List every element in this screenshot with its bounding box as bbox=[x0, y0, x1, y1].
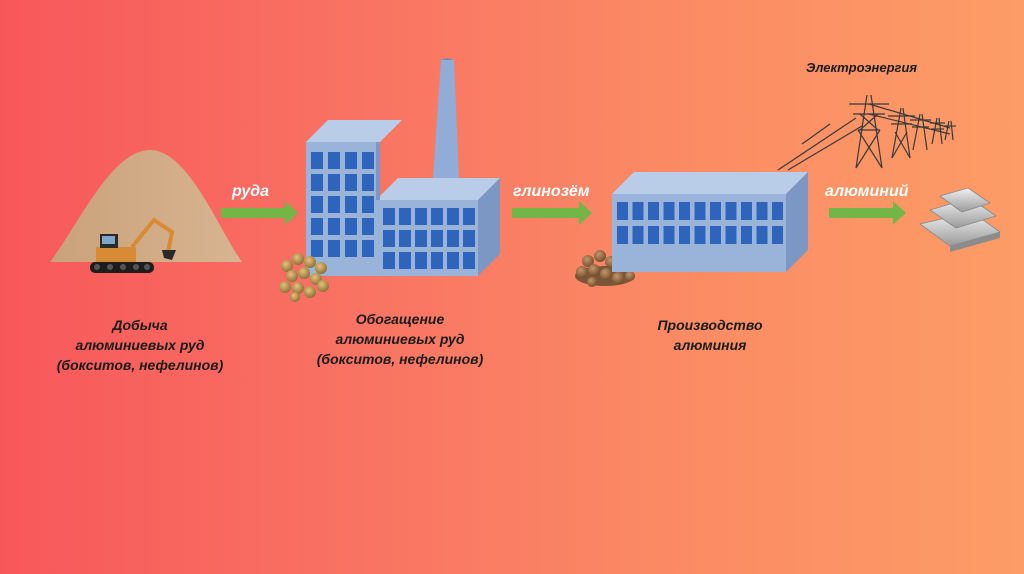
window bbox=[694, 202, 706, 220]
window bbox=[383, 252, 395, 269]
enrichment-factory bbox=[306, 58, 500, 276]
window bbox=[311, 218, 323, 235]
window bbox=[710, 202, 721, 220]
caption-line: Добыча bbox=[112, 317, 168, 333]
window bbox=[415, 208, 427, 225]
window bbox=[617, 226, 628, 244]
window bbox=[345, 218, 357, 235]
excavator-icon bbox=[90, 217, 176, 273]
window bbox=[632, 226, 644, 244]
window bbox=[447, 230, 459, 247]
window bbox=[648, 202, 659, 220]
pylon bbox=[930, 117, 945, 145]
window bbox=[399, 208, 411, 225]
window bbox=[311, 174, 323, 191]
window bbox=[328, 240, 340, 257]
window bbox=[345, 152, 357, 169]
window bbox=[632, 202, 644, 220]
caption-line: алюминиевых руд bbox=[75, 337, 205, 353]
aluminium-plant bbox=[612, 172, 808, 272]
window bbox=[447, 252, 459, 269]
bauxite-pile-icon bbox=[279, 253, 329, 302]
window bbox=[741, 202, 752, 220]
window bbox=[383, 230, 395, 247]
ore-mound bbox=[50, 150, 242, 262]
window bbox=[756, 226, 768, 244]
window bbox=[415, 230, 427, 247]
window bbox=[725, 226, 737, 244]
window bbox=[463, 208, 475, 225]
window bbox=[383, 208, 395, 225]
window bbox=[431, 208, 443, 225]
window bbox=[328, 196, 340, 213]
caption-line: Обогащение bbox=[355, 311, 445, 327]
window bbox=[617, 202, 628, 220]
pylon bbox=[888, 107, 915, 159]
window bbox=[311, 240, 323, 257]
window bbox=[328, 218, 340, 235]
window bbox=[756, 202, 768, 220]
window bbox=[362, 174, 374, 191]
window bbox=[431, 252, 443, 269]
caption-enrichment: Обогащение алюминиевых руд (бокситов, не… bbox=[300, 309, 500, 369]
window bbox=[463, 252, 475, 269]
window bbox=[362, 196, 374, 213]
label-ore: руда bbox=[231, 183, 269, 200]
pylon bbox=[944, 120, 956, 141]
window bbox=[772, 202, 783, 220]
window bbox=[328, 152, 340, 169]
window bbox=[741, 226, 752, 244]
window bbox=[362, 218, 374, 235]
window bbox=[710, 226, 721, 244]
caption-line: (бокситов, нефелинов) bbox=[56, 357, 224, 373]
window bbox=[345, 240, 357, 257]
window bbox=[362, 152, 374, 169]
aluminium-ingot-icon bbox=[919, 187, 1001, 252]
caption-mining: Добыча алюминиевых руд (бокситов, нефели… bbox=[40, 315, 240, 375]
caption-line: алюминиевых руд bbox=[335, 331, 465, 347]
caption-line: Производство bbox=[657, 317, 763, 333]
window bbox=[345, 196, 357, 213]
window bbox=[648, 226, 659, 244]
arrow-alumina bbox=[512, 201, 592, 225]
mining-stage bbox=[50, 150, 242, 273]
caption-line: алюминия bbox=[673, 337, 747, 353]
plant-windows bbox=[617, 202, 783, 244]
window bbox=[694, 226, 706, 244]
window bbox=[311, 152, 323, 169]
label-alumina: глинозём bbox=[513, 183, 590, 200]
window bbox=[431, 230, 443, 247]
window bbox=[345, 174, 357, 191]
window bbox=[415, 252, 427, 269]
arrow-ore bbox=[221, 201, 298, 225]
factory-windows bbox=[311, 152, 475, 269]
power-line-icon bbox=[777, 94, 956, 171]
label-electricity: Электроэнергия bbox=[806, 60, 917, 75]
arrow-aluminium bbox=[829, 201, 906, 225]
caption-line: (бокситов, нефелинов) bbox=[316, 351, 484, 367]
window bbox=[399, 252, 411, 269]
window bbox=[362, 240, 374, 257]
window bbox=[663, 226, 675, 244]
pylon bbox=[849, 94, 889, 169]
window bbox=[328, 174, 340, 191]
window bbox=[447, 208, 459, 225]
window bbox=[772, 226, 783, 244]
window bbox=[311, 196, 323, 213]
window bbox=[725, 202, 737, 220]
window bbox=[399, 230, 411, 247]
alumina-pile-icon bbox=[575, 250, 635, 287]
caption-production: Производство алюминия bbox=[610, 315, 810, 355]
pylon bbox=[910, 113, 931, 151]
window bbox=[679, 202, 690, 220]
window bbox=[463, 230, 475, 247]
label-aluminium: алюминий bbox=[825, 183, 909, 200]
window bbox=[663, 202, 675, 220]
window bbox=[679, 226, 690, 244]
